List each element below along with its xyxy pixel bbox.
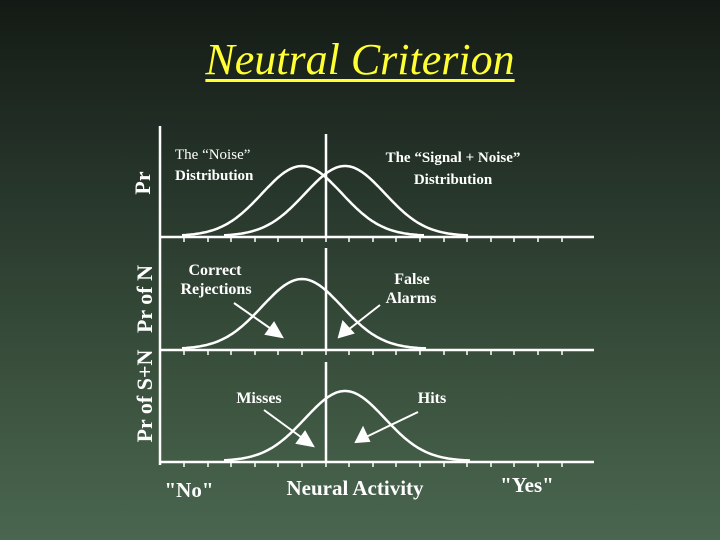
correct-label: Correct xyxy=(189,262,243,279)
hits-label: Hits xyxy=(418,390,446,407)
misses-label: Misses xyxy=(236,390,281,407)
noise-distribution-curve-middle xyxy=(181,277,427,350)
rejections-label: Rejections xyxy=(180,281,251,298)
noise-label-line2: Distribution xyxy=(175,168,254,184)
signal-noise-distribution-curve-top xyxy=(223,164,469,237)
tick-marks xyxy=(183,237,563,467)
slide-title: Neutral Criterion xyxy=(205,35,515,84)
signal-noise-distribution-curve-bottom xyxy=(223,389,471,462)
noise-label-line1: The “Noise” xyxy=(175,147,250,163)
misses-arrow xyxy=(263,409,315,448)
y-label-middle: Pr of N xyxy=(132,265,157,333)
x-label-yes: "Yes" xyxy=(500,473,554,497)
alarms-label: Alarms xyxy=(386,290,437,307)
y-label-bottom: Pr of S+N xyxy=(132,349,157,442)
x-label-neural-activity: Neural Activity xyxy=(286,476,424,500)
signal-label-line2: Distribution xyxy=(414,172,493,188)
x-label-no: "No" xyxy=(165,478,214,502)
correct-rejections-arrow xyxy=(233,302,284,339)
y-label-top: Pr xyxy=(130,171,155,194)
false-label: False xyxy=(394,271,430,288)
hits-arrow xyxy=(354,411,419,444)
signal-label-line1: The “Signal + Noise” xyxy=(386,150,521,166)
false-alarms-arrow xyxy=(337,304,381,339)
noise-distribution-curve-top xyxy=(181,164,425,237)
